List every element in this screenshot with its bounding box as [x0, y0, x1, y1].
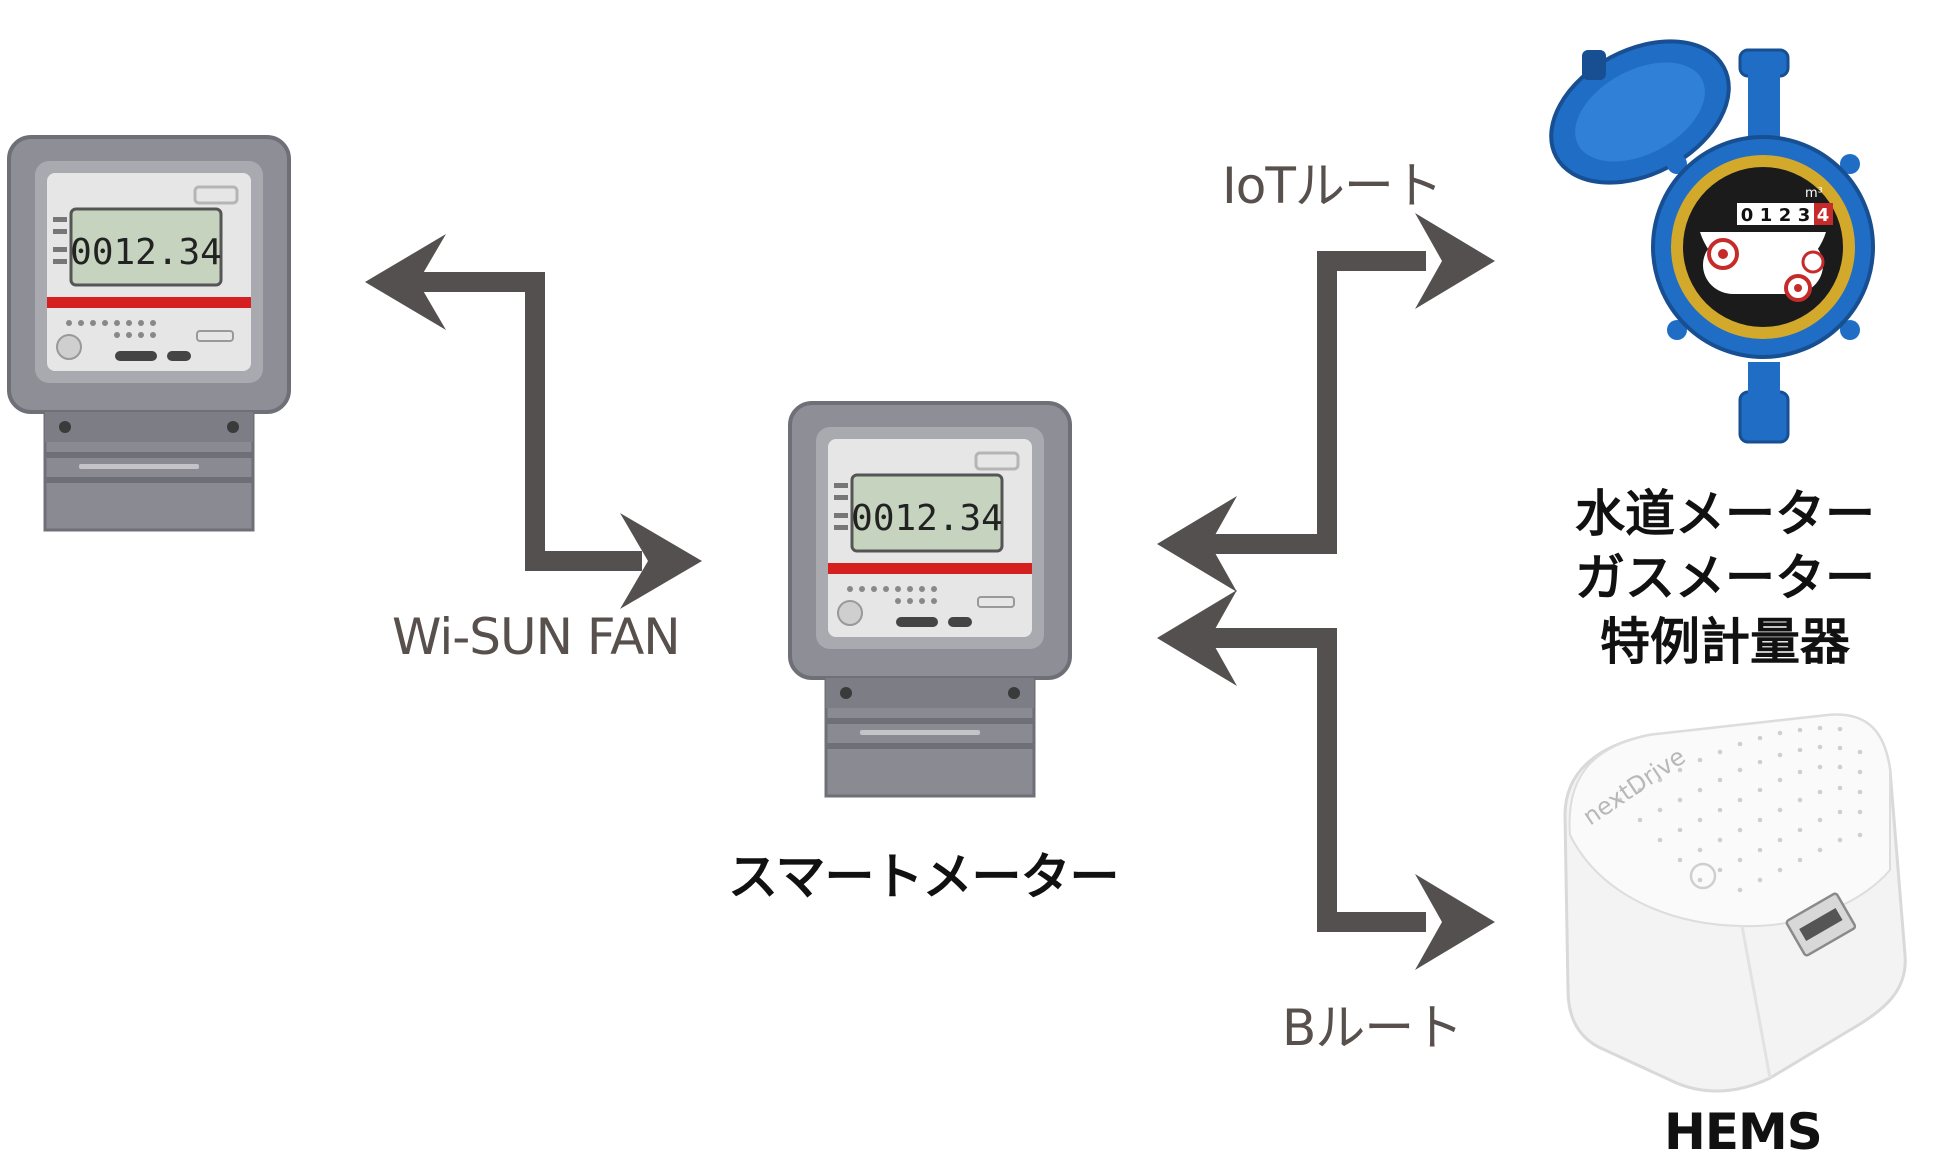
b-route-label: Bルート [1282, 999, 1463, 1057]
water-meter-digit-1: 1 [1760, 205, 1773, 226]
water-meter-unit: m³ [1805, 186, 1823, 201]
utility-meter-water: 水道メーター [1575, 485, 1875, 543]
utility-meter-gas: ガスメーター [1575, 549, 1875, 607]
water-meter-digit-3: 3 [1798, 205, 1811, 226]
water-meter-digit-0: 0 [1741, 205, 1754, 226]
utility-meters-label: 水道メーター ガスメーター 特例計量器 [1560, 482, 1890, 674]
hems-label: HEMS [1664, 1103, 1823, 1161]
utility-meter-special: 特例計量器 [1600, 613, 1850, 671]
smart-meter-label: スマートメーター [728, 848, 1119, 906]
remote-meter-display: 0012.34 [70, 232, 222, 273]
water-meter-digit-4: 4 [1817, 205, 1830, 226]
iot-route-label: IoTルート [1222, 157, 1443, 215]
smart-meter-illustration: 0012.34 [788, 401, 1072, 798]
wi-sun-fan-arrow [365, 234, 702, 609]
remote-meter-illustration: 0012.34 [7, 135, 291, 532]
b-route-arrow [1157, 590, 1495, 970]
hems-device-illustration: nextDrive [1563, 713, 1907, 1093]
iot-route-arrow [1157, 213, 1495, 592]
wi-sun-fan-label: Wi-SUN FAN [392, 608, 681, 666]
water-meter-digit-2: 2 [1779, 205, 1792, 226]
smart-meter-display: 0012.34 [851, 498, 1003, 539]
water-meter-illustration: 0 1 2 3 4 m³ [1549, 39, 1875, 444]
